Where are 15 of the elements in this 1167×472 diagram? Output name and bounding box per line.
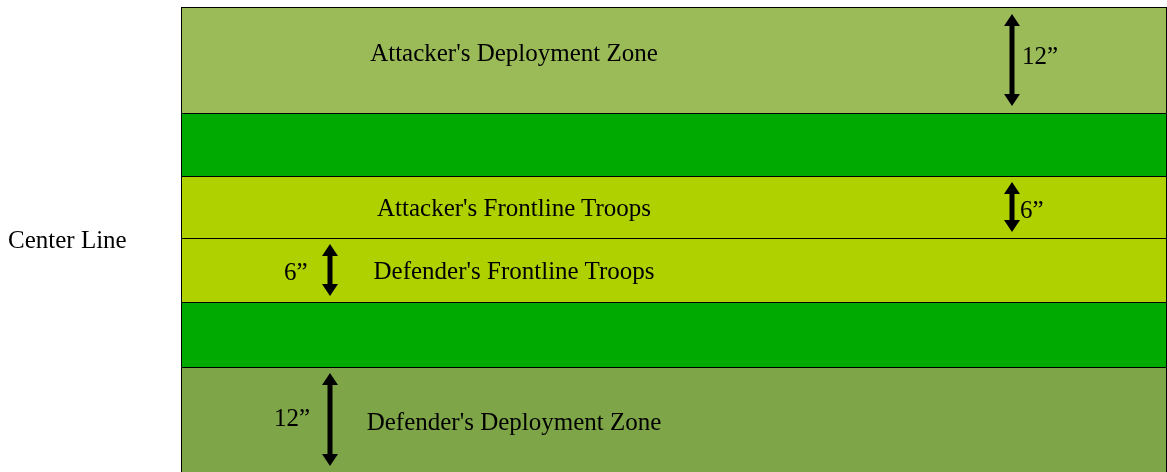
empty-band xyxy=(181,113,1167,177)
dimension-label: 6” xyxy=(1020,197,1044,222)
zone-band xyxy=(181,176,1167,239)
zone-band xyxy=(181,238,1167,303)
empty-band xyxy=(181,302,1167,368)
center-line-label: Center Line xyxy=(8,227,127,252)
zone-label: Attacker's Frontline Troops xyxy=(377,193,651,222)
zone-label: Defender's Deployment Zone xyxy=(366,408,662,436)
zone-band xyxy=(181,7,1167,114)
zone-band xyxy=(181,367,1167,472)
dimension-label: 12” xyxy=(274,405,311,430)
dimension-label: 12” xyxy=(1022,43,1059,68)
zone-label: Defender's Frontline Troops xyxy=(373,256,655,285)
zone-label: Attacker's Deployment Zone xyxy=(370,38,658,67)
dimension-label: 6” xyxy=(284,259,308,284)
